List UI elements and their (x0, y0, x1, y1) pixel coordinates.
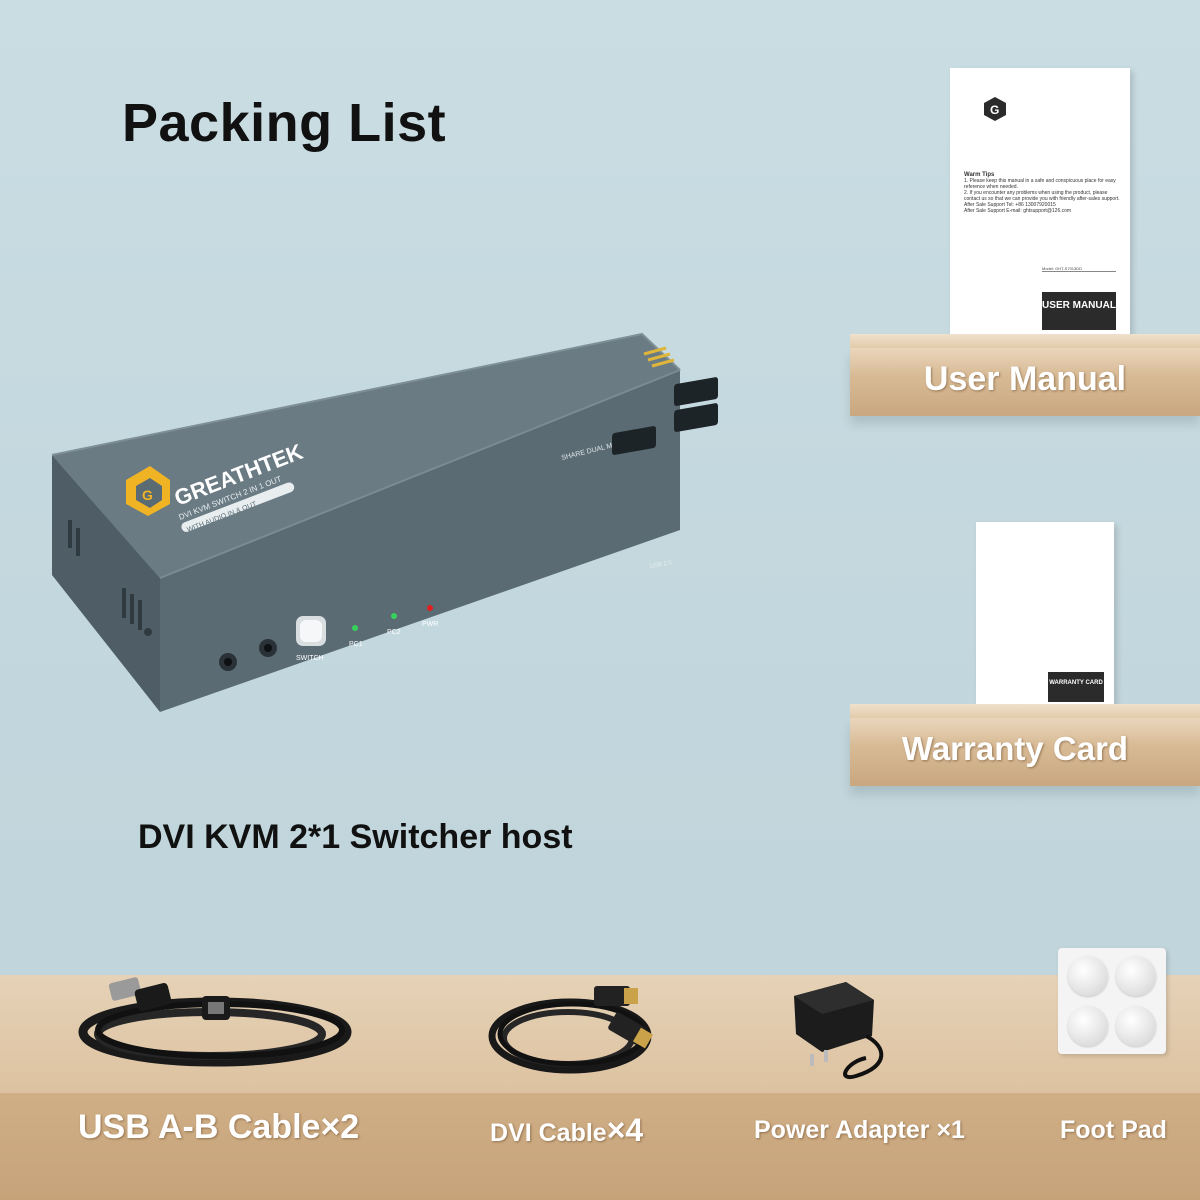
greathtek-logo-icon: G (126, 466, 170, 516)
pc1-led-icon (352, 625, 358, 631)
foot-pad-sheet (1058, 948, 1166, 1054)
svg-text:G: G (990, 103, 999, 117)
pwr-label: PWR (422, 621, 438, 628)
warm-tips-text: Warm Tips 1. Please keep this manual in … (964, 172, 1120, 214)
page-title: Packing List (122, 93, 447, 153)
dvi-cable-icon (486, 980, 666, 1085)
greathtek-logo-icon: G (984, 97, 1006, 121)
usb-cable-icon (70, 972, 360, 1082)
host-label: DVI KVM 2*1 Switcher host (138, 818, 573, 856)
foot-pad-icon (1068, 1006, 1108, 1046)
switch-button[interactable] (296, 616, 326, 646)
user-manual-label: User Manual (923, 360, 1127, 398)
usb-label: USB 2.0 (649, 560, 673, 570)
switch-label: SWITCH (296, 655, 324, 662)
kvm-switch-host: G GREATHTEK DVI KVM SWITCH 2 IN 1 OUT WI… (30, 320, 750, 720)
headphone-jack-icon[interactable] (219, 653, 237, 671)
model-number: Model: GHT-S7013DD (1042, 266, 1116, 272)
pc2-label: PC2 (387, 629, 401, 636)
foot-pad-icon (1116, 1006, 1156, 1046)
dvi-cable-label: DVI Cable×4 (490, 1112, 644, 1148)
foot-pad-icon (1116, 956, 1156, 996)
svg-text:G: G (142, 487, 153, 503)
microphone-jack-icon[interactable] (259, 639, 277, 657)
warranty-card: WARRANTY CARD (976, 522, 1114, 708)
power-adapter-icon (786, 966, 896, 1086)
usb-cable-label: USB A-B Cable×2 (78, 1108, 360, 1146)
user-manual-badge: USER MANUAL (1042, 292, 1116, 330)
foot-pad-label: Foot Pad (1060, 1116, 1167, 1144)
power-led-icon (427, 605, 433, 611)
user-manual-booklet: G Warm Tips 1. Please keep this manual i… (950, 68, 1130, 340)
foot-pad-icon (1068, 956, 1108, 996)
pc2-led-icon (391, 613, 397, 619)
pc1-label: PC1 (349, 641, 363, 648)
warranty-card-badge: WARRANTY CARD (1048, 672, 1104, 702)
power-adapter-label: Power Adapter ×1 (754, 1116, 965, 1144)
usb-ports[interactable] (612, 377, 718, 456)
shelf-user-manual: User Manual (850, 334, 1200, 416)
warranty-card-label: Warranty Card (901, 730, 1129, 767)
shelf-warranty-card: Warranty Card (850, 704, 1200, 786)
